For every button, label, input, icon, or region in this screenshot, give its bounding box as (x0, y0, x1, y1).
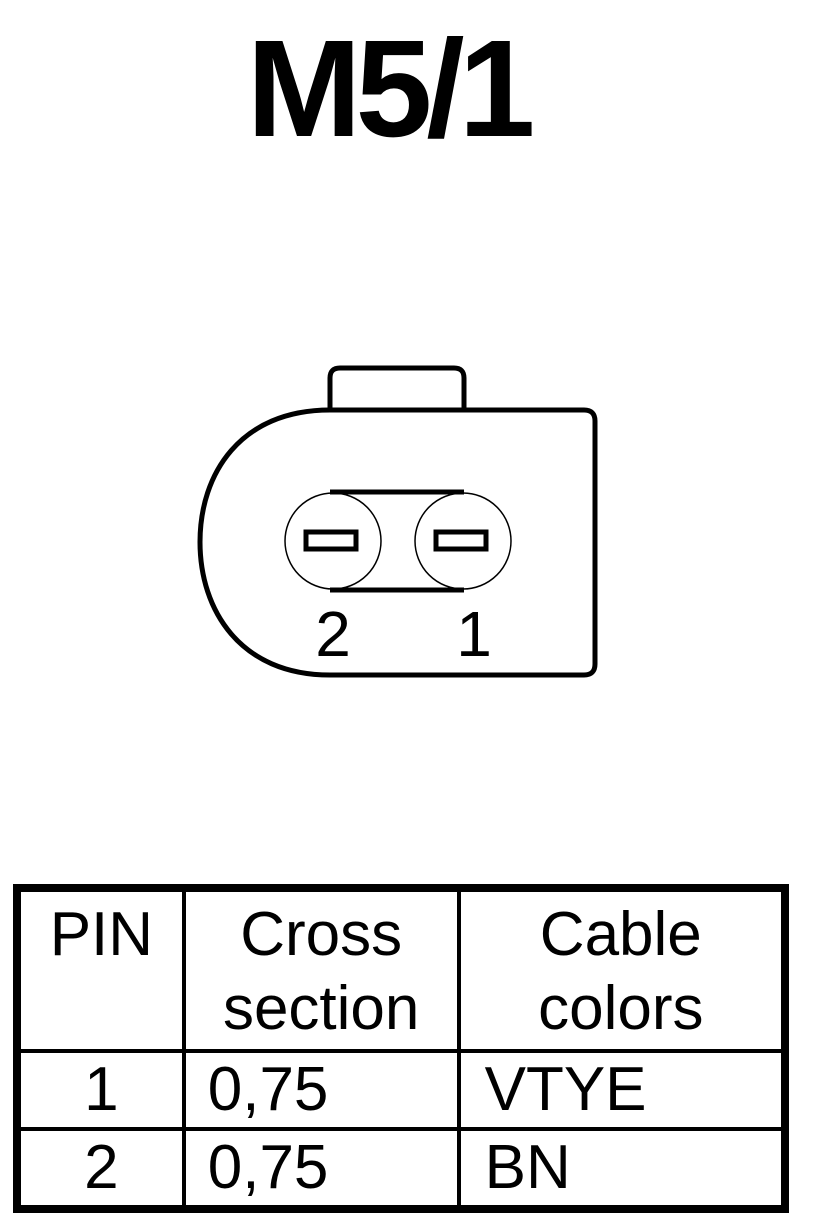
header-color-line1: Cable (539, 900, 702, 969)
row-2-cross-section: 0,75 (181, 1126, 461, 1212)
pin-1-cavity (414, 492, 512, 590)
header-color-line2: colors (538, 974, 704, 1043)
pin-2-label: 2 (315, 598, 351, 670)
pin-1-contact (433, 529, 489, 552)
pin-2-cavity (284, 492, 382, 590)
header-cross-line2: section (222, 974, 420, 1043)
row-2-pin: 2 (15, 1126, 186, 1212)
header-cable-colors: Cable colors (456, 886, 788, 1053)
header-pin: PIN (15, 886, 186, 1053)
table-row: 1 0,75 VTYE (15, 1048, 788, 1131)
connector-locking-tab (327, 365, 467, 410)
connector-title: M5/1 (246, 12, 536, 166)
header-cross-line1: Cross (240, 900, 403, 969)
pin-2-contact (303, 529, 359, 552)
row-2-cable-color: BN (456, 1126, 788, 1212)
connector-housing-outline (197, 407, 598, 678)
pin-assignment-table: PIN Cross section Cable colors 1 0,75 VT… (13, 884, 789, 1213)
row-1-pin: 1 (15, 1048, 186, 1131)
table-header-row: PIN Cross section Cable colors (15, 886, 788, 1053)
header-cross-section: Cross section (181, 886, 461, 1053)
connector-diagram: 2 1 (197, 365, 598, 678)
pin-1-label: 1 (456, 598, 492, 670)
table-row: 2 0,75 BN (15, 1126, 788, 1212)
row-1-cable-color: VTYE (456, 1048, 788, 1131)
row-1-cross-section: 0,75 (181, 1048, 461, 1131)
